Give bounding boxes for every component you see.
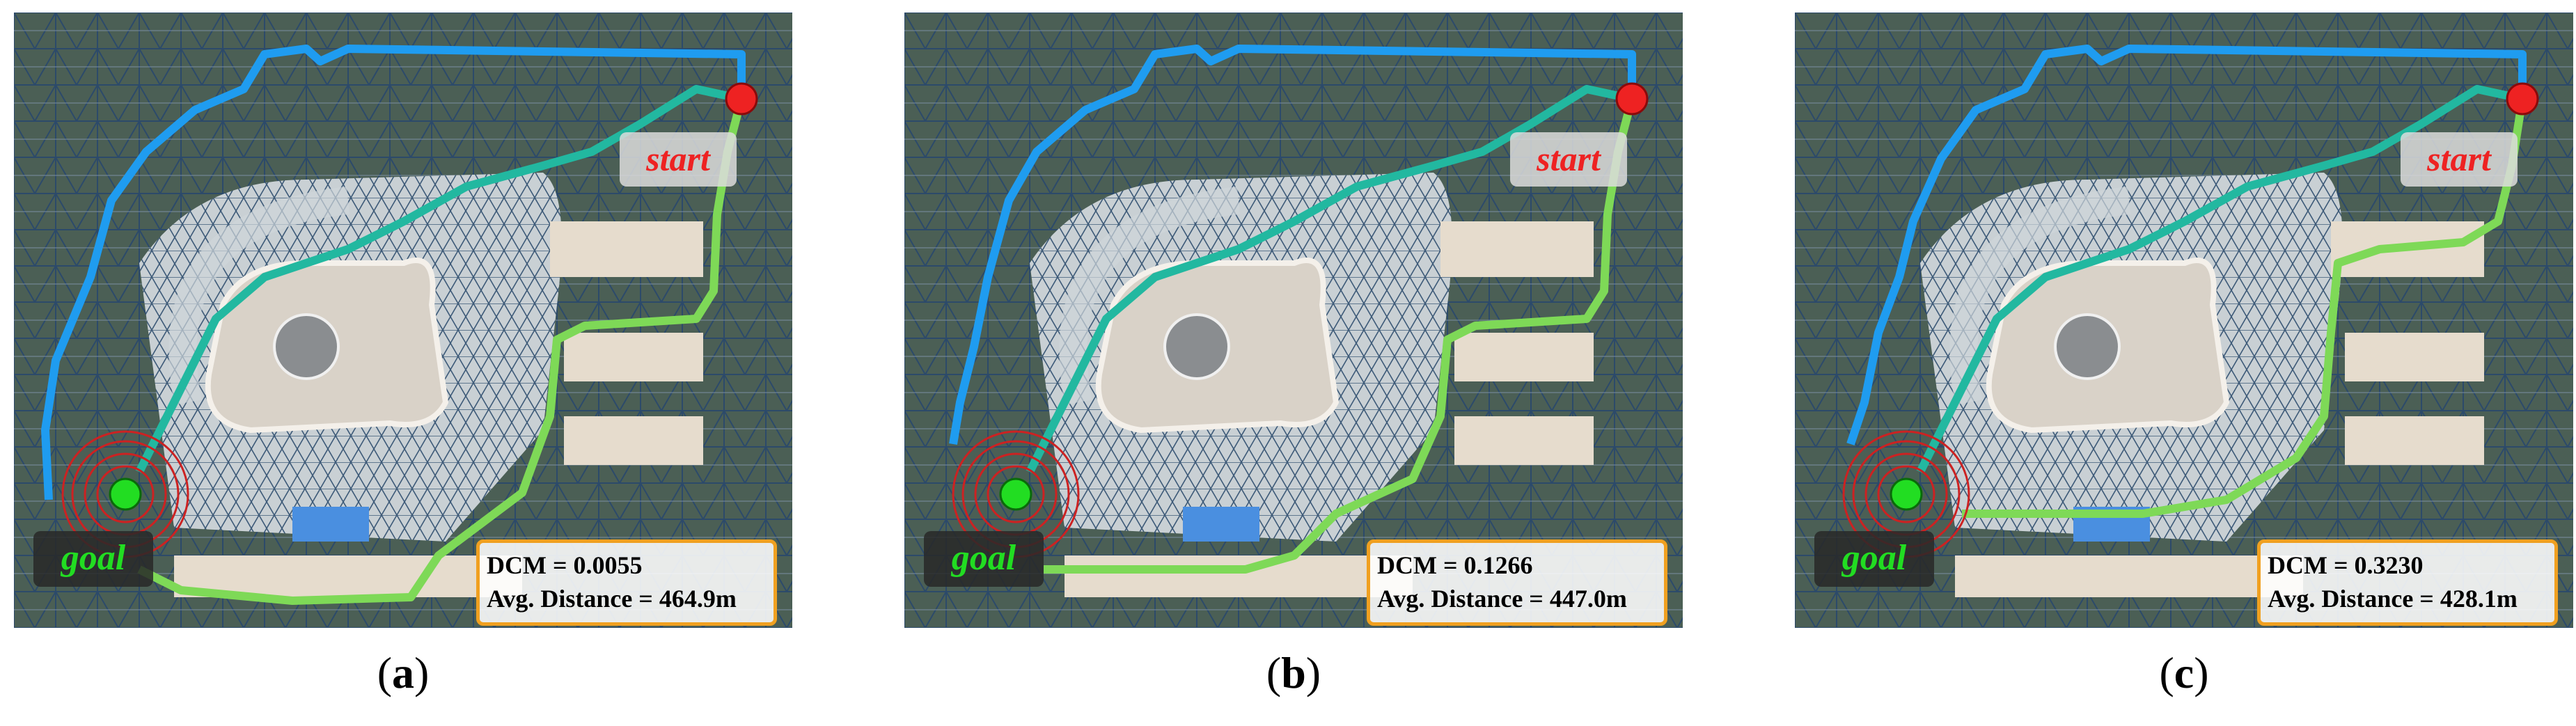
building-block <box>550 221 703 277</box>
caption-b: (b) <box>1266 648 1321 697</box>
aerial-map <box>14 13 792 628</box>
path-blue <box>1846 45 2527 445</box>
dcm-value: DCM = 0.1266 <box>1377 551 1533 579</box>
path-green <box>1962 98 2527 518</box>
path-green <box>137 97 746 605</box>
metrics-box: DCM = 0.0055 Avg. Distance = 464.9m <box>476 539 777 626</box>
panel-c: start goal DCM = 0.3230 Avg. Distance = … <box>1795 13 2573 628</box>
goal-marker <box>109 478 142 511</box>
avg-distance-value: Avg. Distance = 428.1m <box>2268 585 2518 613</box>
building-block <box>1454 333 1594 381</box>
building-block <box>1065 555 1413 597</box>
goal-ring <box>987 465 1045 523</box>
caption-a: (a) <box>377 648 430 697</box>
path-blue <box>41 45 746 500</box>
metrics-box: DCM = 0.3230 Avg. Distance = 428.1m <box>2257 539 2558 626</box>
building-block <box>1454 416 1594 465</box>
dcm-value: DCM = 0.3230 <box>2268 551 2424 579</box>
building-block <box>1440 221 1594 277</box>
avg-distance-value: Avg. Distance = 447.0m <box>1377 585 1627 613</box>
start-marker <box>1615 82 1649 116</box>
curved-walkway <box>1059 187 1241 405</box>
building-block <box>174 555 522 597</box>
path-teal <box>1026 85 1633 474</box>
dome <box>1163 313 1230 380</box>
goal-label: goal <box>924 531 1044 587</box>
aerial-map <box>904 13 1683 628</box>
caption-c: (c) <box>2159 648 2209 697</box>
building-block <box>2345 416 2484 465</box>
path-blue <box>949 45 1636 445</box>
blue-roof-building <box>292 507 369 542</box>
aerial-map <box>1795 13 2573 628</box>
metrics-box: DCM = 0.1266 Avg. Distance = 447.0m <box>1367 539 1667 626</box>
caption-letter: c <box>2174 648 2194 697</box>
avg-distance-value: Avg. Distance = 464.9m <box>487 585 737 613</box>
building-block <box>564 416 703 465</box>
dcm-value: DCM = 0.0055 <box>487 551 643 579</box>
panel-b: start goal DCM = 0.1266 Avg. Distance = … <box>904 13 1683 628</box>
goal-label: goal <box>33 531 153 587</box>
start-label: start <box>2401 132 2518 187</box>
caption-letter: a <box>392 648 414 697</box>
goal-ring <box>96 465 155 523</box>
dome <box>273 313 340 380</box>
blue-roof-building <box>1183 507 1259 542</box>
path-teal <box>1916 85 2524 474</box>
building-block <box>2345 333 2484 381</box>
goal-marker <box>1890 478 1923 511</box>
goal-label: goal <box>1814 531 1934 587</box>
building-block <box>564 333 703 381</box>
path-green <box>1044 97 1636 574</box>
caption-letter: b <box>1281 648 1306 697</box>
curved-walkway <box>168 187 350 405</box>
panel-a: start goal DCM = 0.0055 Avg. Distance = … <box>14 13 792 628</box>
goal-marker <box>999 478 1032 511</box>
dome <box>2054 313 2121 380</box>
start-label: start <box>620 132 737 187</box>
start-label: start <box>1510 132 1627 187</box>
start-marker <box>2506 82 2539 116</box>
path-teal <box>135 85 743 474</box>
goal-ring <box>1877 465 1935 523</box>
curved-walkway <box>1949 187 2131 405</box>
start-marker <box>725 82 758 116</box>
building-block <box>1955 555 2303 597</box>
